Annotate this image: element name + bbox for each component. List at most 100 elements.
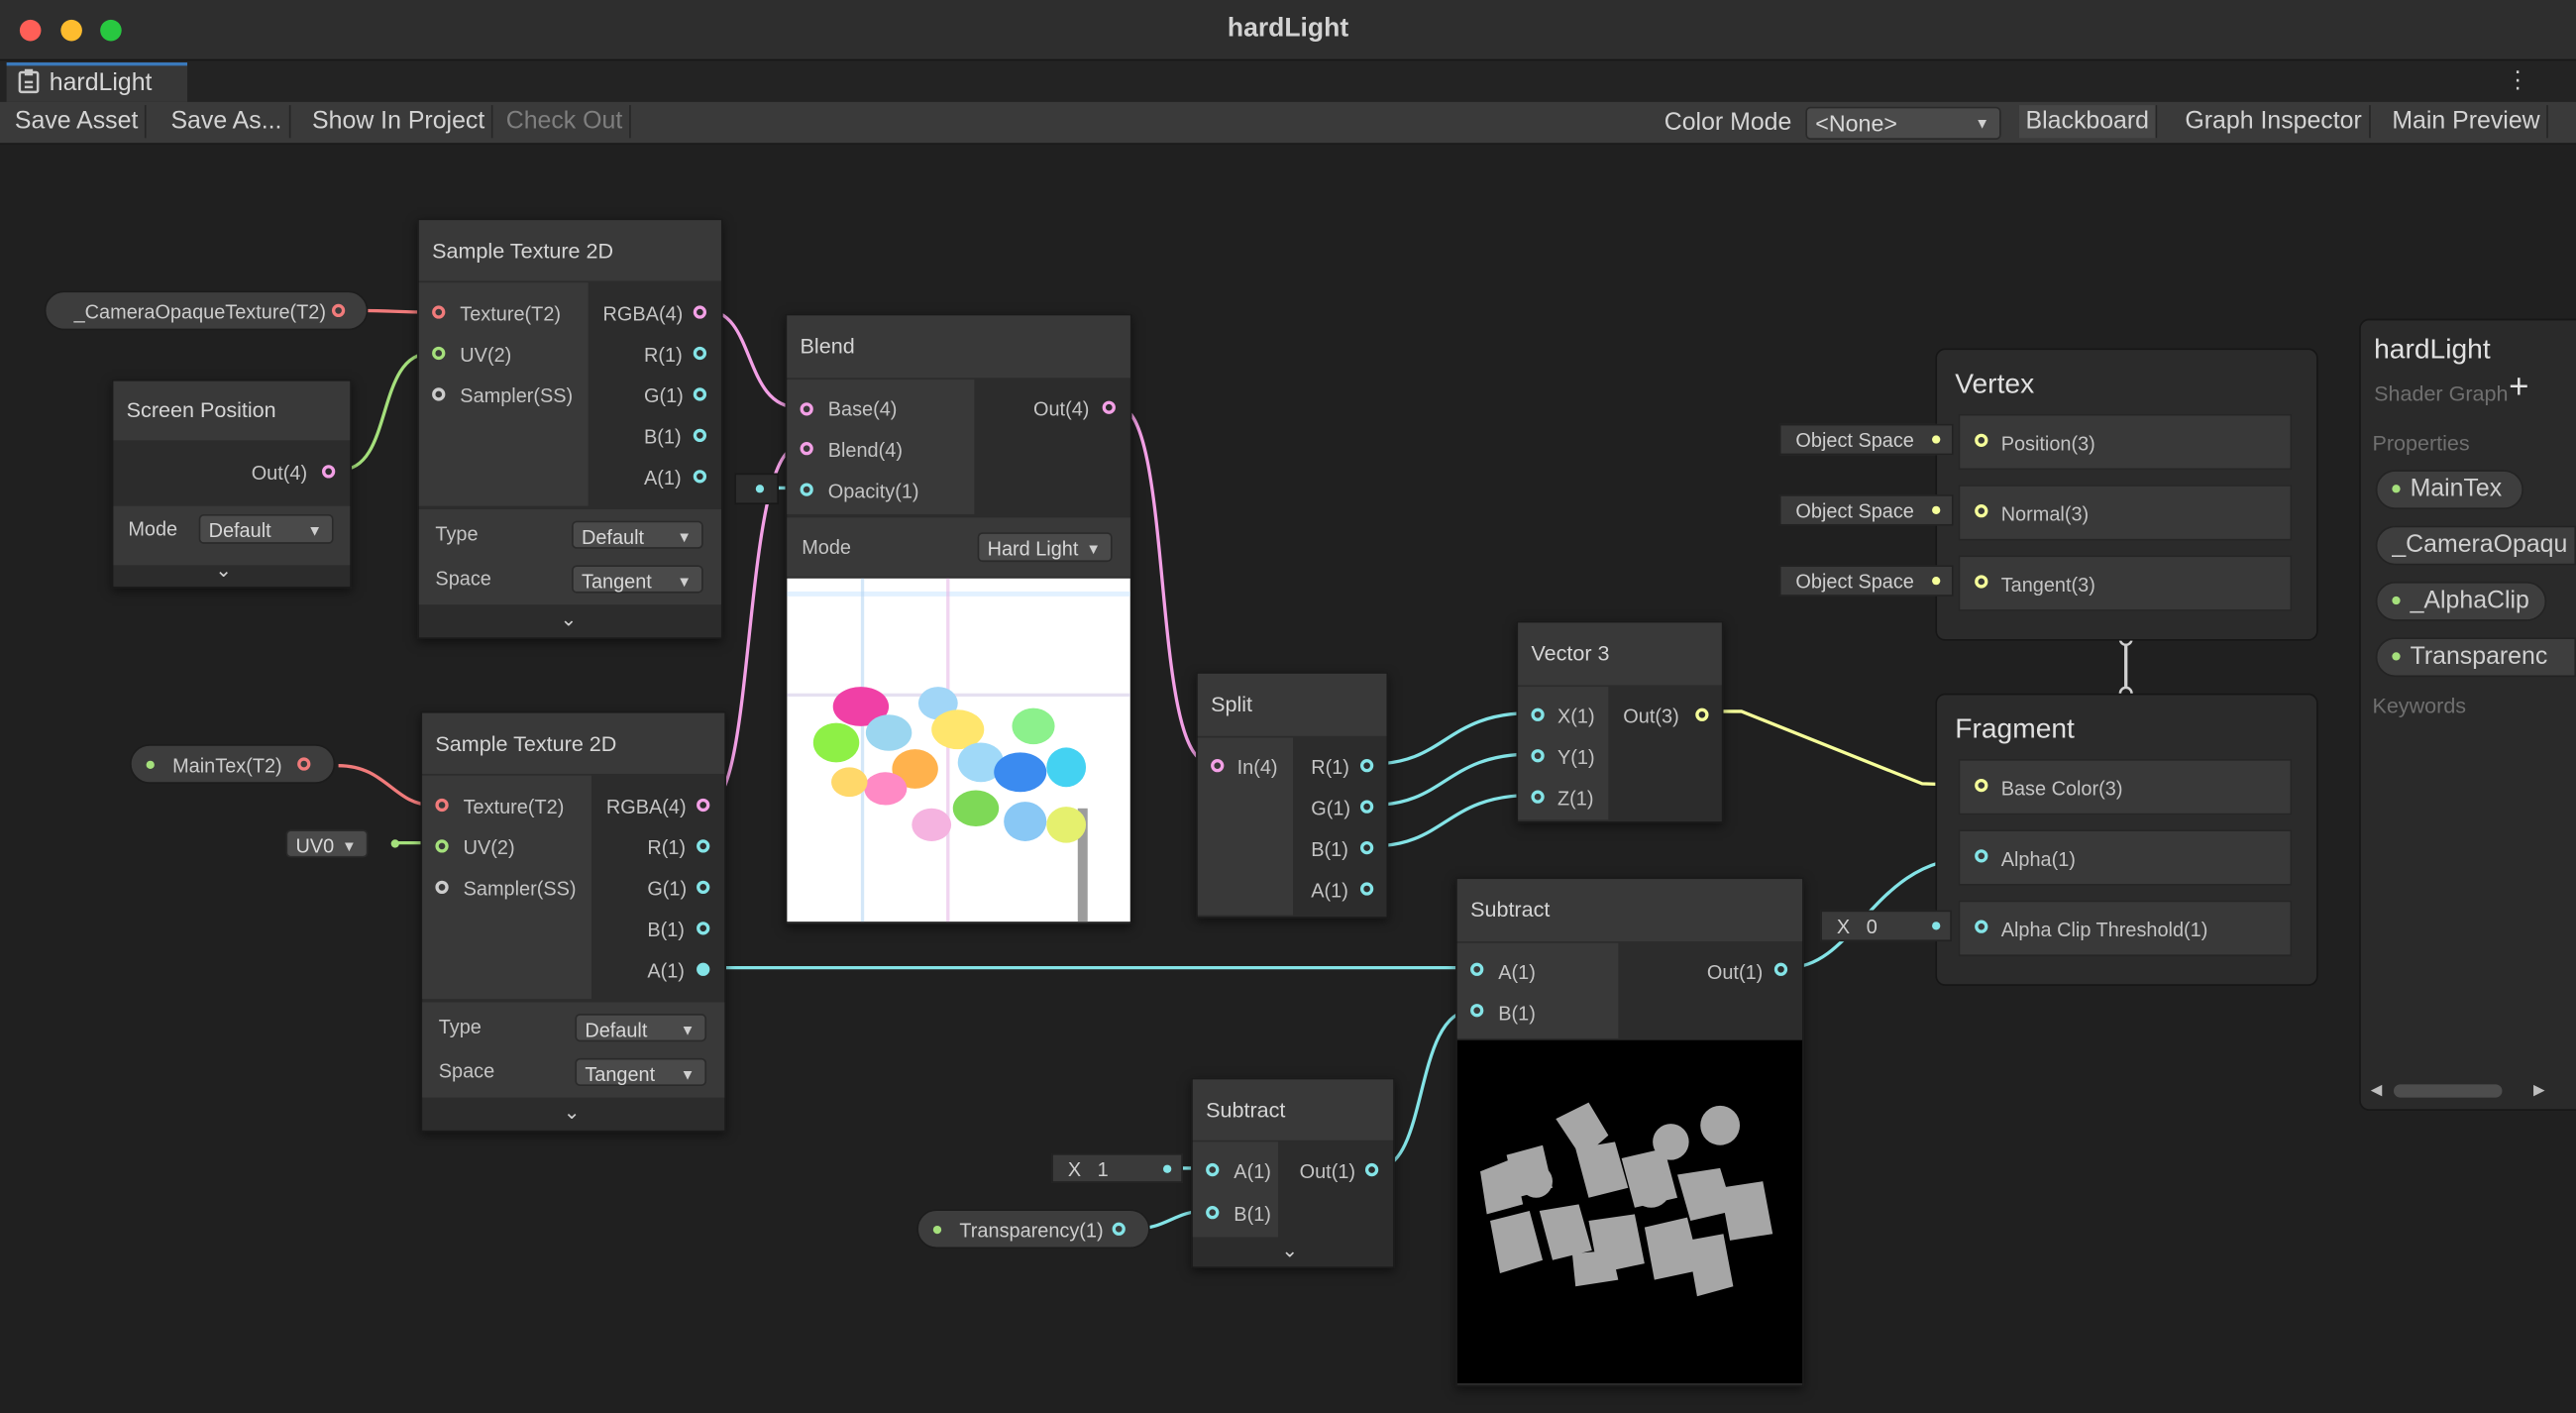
- kebab-menu-icon[interactable]: ···: [2514, 57, 2522, 102]
- blackboard-property-transparency[interactable]: Transparenc: [2375, 637, 2576, 678]
- r-output-port[interactable]: [1359, 759, 1374, 773]
- graph-inspector-toggle[interactable]: Graph Inspector: [2179, 105, 2371, 139]
- block-alpha[interactable]: Alpha(1): [1958, 829, 2293, 886]
- float-output-port[interactable]: [1773, 962, 1788, 976]
- mode-dropdown[interactable]: Default▼: [198, 513, 334, 544]
- g-output-port[interactable]: [693, 387, 707, 401]
- texture-output-port[interactable]: [297, 757, 311, 771]
- blackboard-property-camera-opaque[interactable]: _CameraOpaqu: [2375, 525, 2576, 566]
- type-dropdown[interactable]: Default▼: [572, 520, 703, 549]
- r-output-port[interactable]: [693, 346, 707, 361]
- float-output-port[interactable]: [1364, 1162, 1379, 1177]
- color-mode-dropdown[interactable]: <None>▼: [1805, 106, 2001, 140]
- float-input-port[interactable]: [1975, 849, 1988, 863]
- add-property-button[interactable]: +: [2509, 368, 2529, 406]
- vector3-input-port[interactable]: [1975, 433, 1988, 448]
- minimize-window-button[interactable]: [60, 19, 82, 42]
- r-output-port[interactable]: [697, 839, 710, 853]
- object-space-position-field[interactable]: Object Space: [1778, 423, 1954, 456]
- vector4-output-port[interactable]: [1102, 400, 1116, 414]
- block-base-color[interactable]: Base Color(3): [1958, 759, 2293, 815]
- sampler-input-port[interactable]: [435, 880, 449, 895]
- blackboard-property-alphaclip[interactable]: _AlphaClip: [2375, 581, 2547, 621]
- vector3-input-port[interactable]: [1975, 778, 1988, 793]
- node-blend[interactable]: Blend Base(4) Blend(4) Opacity(1) Out(4)…: [785, 313, 1132, 925]
- texture-input-port[interactable]: [432, 305, 446, 319]
- node-screen-position[interactable]: Screen Position Out(4) Mode Default▼ ⌄: [111, 380, 352, 589]
- texture-input-port[interactable]: [435, 798, 449, 813]
- rgba-output-port[interactable]: [693, 305, 707, 319]
- node-vector3[interactable]: Vector 3 X(1) Y(1) Z(1) Out(3): [1516, 620, 1724, 823]
- scrollbar-thumb[interactable]: [2393, 1084, 2503, 1098]
- blend-mode-dropdown[interactable]: Hard Light▼: [977, 532, 1113, 563]
- node-sample-texture-2d-top[interactable]: Sample Texture 2D Texture(T2) UV(2) Samp…: [417, 218, 723, 640]
- check-out-button[interactable]: Check Out: [499, 105, 631, 139]
- save-as-button[interactable]: Save As...: [164, 105, 290, 139]
- uv-channel-dropdown[interactable]: UV0▼: [285, 829, 369, 858]
- b-output-port[interactable]: [697, 922, 710, 935]
- main-preview-toggle[interactable]: Main Preview: [2386, 105, 2548, 139]
- rgba-output-port[interactable]: [697, 798, 710, 813]
- maximize-window-button[interactable]: [100, 19, 122, 42]
- a-input-port[interactable]: [1206, 1162, 1220, 1177]
- type-dropdown[interactable]: Default▼: [575, 1014, 707, 1042]
- space-dropdown[interactable]: Tangent▼: [572, 565, 703, 594]
- blackboard-property-maintex[interactable]: MainTex: [2375, 470, 2523, 510]
- g-output-port[interactable]: [1359, 800, 1374, 814]
- collapse-chevron-icon[interactable]: ⌄: [215, 558, 232, 582]
- opacity-inline-field[interactable]: [734, 473, 779, 505]
- z-input-port[interactable]: [1531, 790, 1545, 804]
- collapse-chevron-icon[interactable]: ⌄: [1281, 1239, 1299, 1262]
- a-input-port[interactable]: [1470, 962, 1484, 976]
- sampler-input-port[interactable]: [432, 387, 446, 401]
- base-input-port[interactable]: [800, 402, 813, 416]
- a-output-port[interactable]: [1359, 882, 1374, 896]
- close-window-button[interactable]: [19, 19, 42, 42]
- block-position[interactable]: Position(3): [1958, 413, 2293, 471]
- b-output-port[interactable]: [693, 428, 707, 443]
- b-input-port[interactable]: [1206, 1206, 1220, 1220]
- block-tangent[interactable]: Tangent(3): [1958, 555, 2293, 611]
- vector4-output-port[interactable]: [322, 465, 336, 479]
- alpha-clip-threshold-field[interactable]: X 0: [1820, 910, 1952, 942]
- b-input-port[interactable]: [1470, 1004, 1484, 1018]
- vector3-input-port[interactable]: [1975, 575, 1988, 589]
- block-normal[interactable]: Normal(3): [1958, 485, 2293, 541]
- float-output-port[interactable]: [1112, 1222, 1126, 1236]
- node-sample-texture-2d-bottom[interactable]: Sample Texture 2D Texture(T2) UV(2) Samp…: [420, 710, 726, 1133]
- vector3-input-port[interactable]: [1975, 504, 1988, 518]
- a-output-port[interactable]: [697, 962, 710, 976]
- blend-input-port[interactable]: [800, 442, 813, 456]
- scroll-left-icon[interactable]: ◀: [2370, 1081, 2383, 1098]
- property-node-maintex[interactable]: MainTex(T2): [129, 744, 336, 784]
- opacity-input-port[interactable]: [800, 483, 813, 496]
- blackboard-scrollbar[interactable]: ◀ ▶: [2366, 1081, 2550, 1101]
- g-output-port[interactable]: [697, 880, 710, 895]
- uv-input-port[interactable]: [432, 346, 446, 361]
- space-dropdown[interactable]: Tangent▼: [575, 1057, 707, 1087]
- blackboard-toggle[interactable]: Blackboard: [2018, 105, 2158, 139]
- save-asset-button[interactable]: Save Asset: [8, 105, 147, 139]
- texture-output-port[interactable]: [331, 303, 346, 318]
- collapse-chevron-icon[interactable]: ⌄: [560, 607, 578, 631]
- block-alpha-clip-threshold[interactable]: Alpha Clip Threshold(1): [1958, 900, 2293, 957]
- a-output-port[interactable]: [693, 470, 707, 484]
- node-split[interactable]: Split In(4) R(1) G(1) B(1) A(1): [1196, 672, 1389, 919]
- in-input-port[interactable]: [1211, 759, 1225, 773]
- node-subtract-main[interactable]: Subtract A(1) B(1) Out(1): [1455, 877, 1804, 1387]
- vector3-output-port[interactable]: [1695, 707, 1709, 721]
- float-input-port[interactable]: [1975, 920, 1988, 933]
- object-space-normal-field[interactable]: Object Space: [1778, 494, 1954, 526]
- property-node-camera-opaque[interactable]: _CameraOpaqueTexture(T2): [44, 290, 369, 331]
- show-in-project-button[interactable]: Show In Project: [305, 105, 493, 139]
- b-output-port[interactable]: [1359, 840, 1374, 855]
- collapse-chevron-icon[interactable]: ⌄: [563, 1100, 581, 1125]
- object-space-tangent-field[interactable]: Object Space: [1778, 565, 1954, 597]
- scroll-right-icon[interactable]: ▶: [2532, 1081, 2545, 1098]
- x-input-port[interactable]: [1531, 707, 1545, 721]
- y-input-port[interactable]: [1531, 749, 1545, 763]
- property-node-transparency[interactable]: Transparency(1): [916, 1209, 1150, 1250]
- node-subtract-small[interactable]: Subtract A(1) B(1) Out(1) ⌄: [1191, 1077, 1395, 1269]
- uv-input-port[interactable]: [435, 839, 449, 853]
- subtract-a-value-field[interactable]: X 1: [1051, 1152, 1183, 1183]
